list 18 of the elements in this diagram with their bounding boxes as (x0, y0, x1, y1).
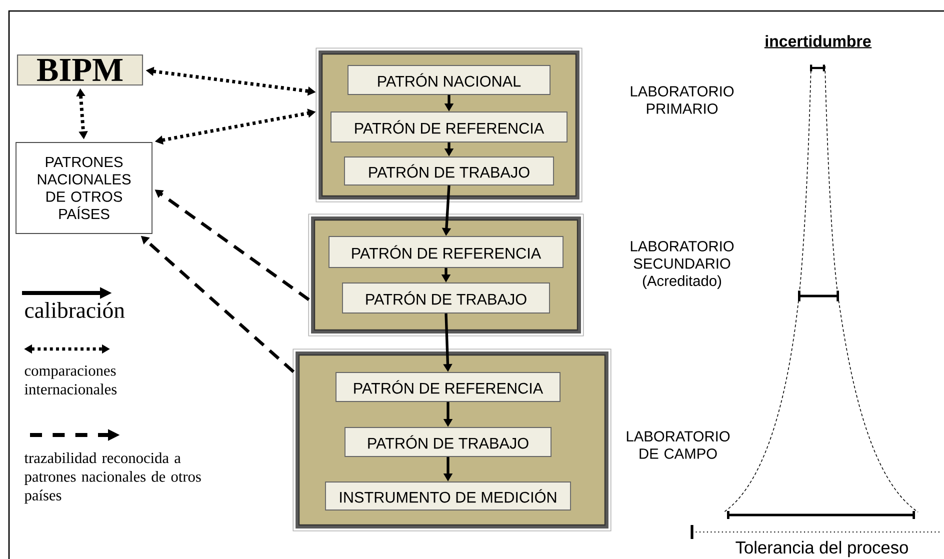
lab-label: LABORATORIO PRIMARIO (630, 86, 734, 114)
lab-label: LABORATORIO DE CAMPO (626, 431, 730, 459)
legend-text: comparaciones internacionales (24, 366, 117, 394)
lab-label: LABORATORIO SECUNDARIO (Acreditado) (630, 241, 734, 289)
standard-box: PATRÓN DE TRABAJO (344, 427, 552, 457)
legend-text: calibración (25, 302, 125, 318)
standard-box: PATRÓN DE REFERENCIA (328, 236, 564, 268)
standard-box: PATRÓN DE REFERENCIA (330, 112, 568, 142)
text-box: PATRONES NACIONALES DE OTROS PAÍSES (16, 142, 152, 234)
standard-box: INSTRUMENTO DE MEDICIÓN (325, 482, 571, 510)
tolerance-label: Tolerancia del proceso (736, 540, 908, 558)
standard-box: PATRÓN NACIONAL (348, 65, 550, 95)
heading: incertidumbre (766, 35, 871, 47)
standard-box: PATRÓN DE REFERENCIA (336, 372, 560, 402)
standard-box: PATRÓN DE TRABAJO (344, 156, 554, 186)
legend-text: trazabilidad reconocida a patrones nacionales de otros países (24, 452, 201, 504)
bipm-box: BIPM (16, 54, 144, 86)
standard-box: PATRÓN DE TRABAJO (342, 282, 550, 314)
